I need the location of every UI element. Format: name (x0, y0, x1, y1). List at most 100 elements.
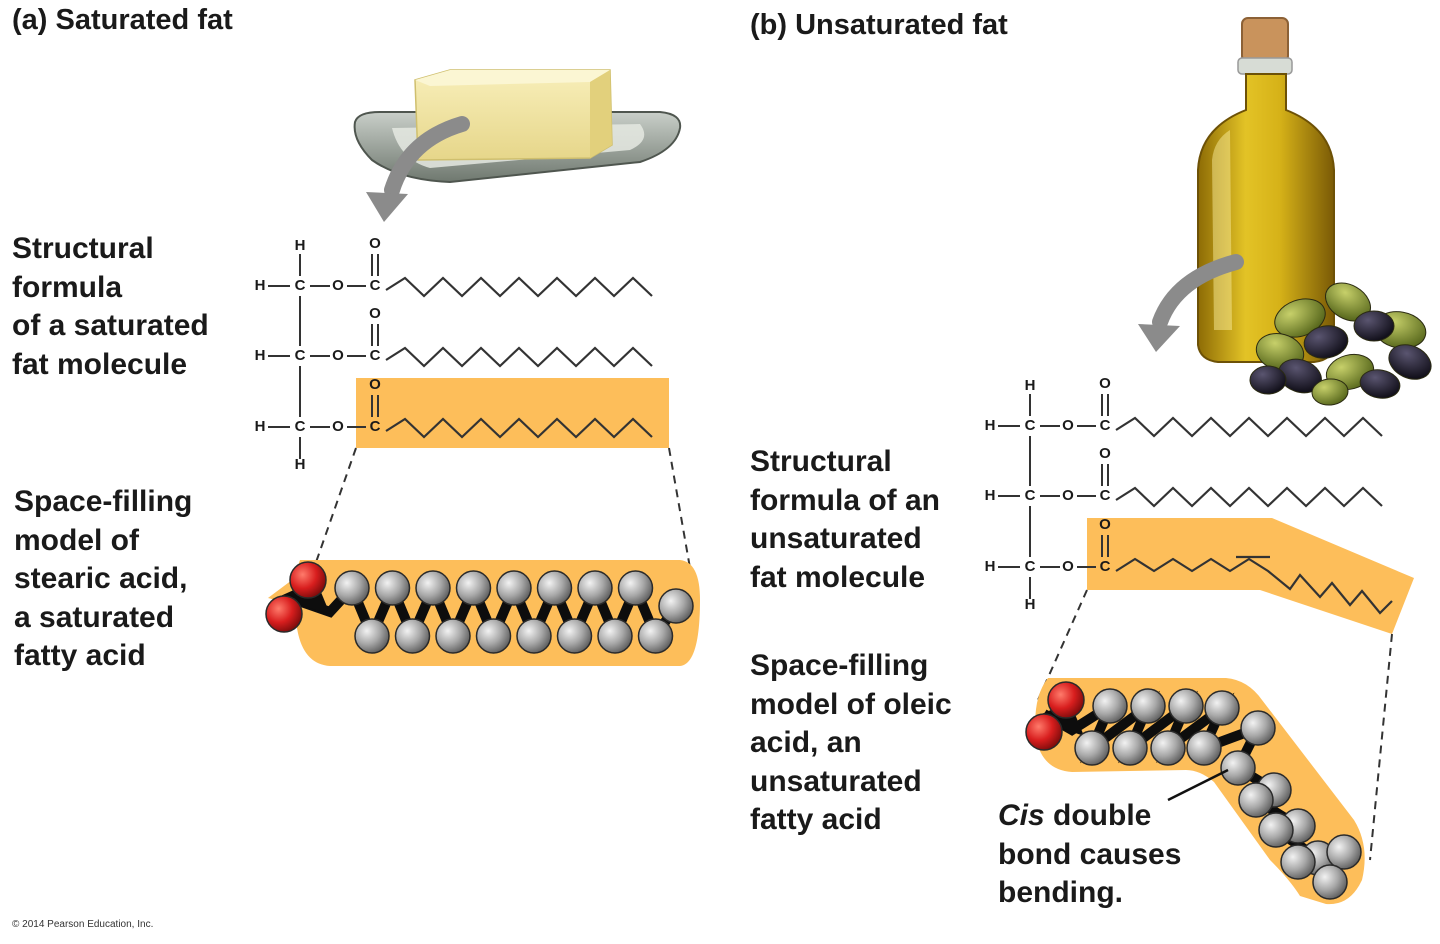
atom-c: C (370, 347, 381, 364)
carbon-atom (516, 618, 552, 654)
atom-c: C (1100, 558, 1111, 575)
atom-c: C (1025, 487, 1036, 504)
carbon-atom (394, 618, 431, 654)
atom-o: O (1062, 558, 1074, 575)
carbon-atom (496, 570, 532, 606)
zoom-dashed-line-left (313, 447, 357, 569)
atom-h: H (985, 417, 996, 434)
oxygen-atom (1025, 713, 1063, 751)
carbon-atom (435, 618, 471, 654)
atom-c: C (370, 277, 381, 294)
atom-c: C (1100, 417, 1111, 434)
atom-c: C (295, 347, 306, 364)
carbon-atom (1280, 844, 1316, 880)
carbon-atom (1150, 730, 1186, 766)
carbon-atom (1074, 730, 1110, 766)
stearic-acid-space-filling-model (265, 560, 700, 666)
oxygen-atom (289, 561, 327, 599)
carbon-atom (556, 618, 593, 654)
hydrocarbon-chain (385, 417, 653, 439)
carbon-atom (597, 618, 633, 654)
atom-h: H (255, 277, 266, 294)
atom-o: O (369, 376, 381, 393)
carbon-atom (617, 570, 654, 606)
zoom-dashed-line-right-b (1369, 633, 1393, 861)
atom-o: O (332, 347, 344, 364)
carbon-atom (1204, 690, 1240, 726)
hydrocarbon-chain (1115, 416, 1383, 438)
carbon-atom (1112, 730, 1148, 766)
atom-h: H (295, 237, 306, 254)
carbon-atom (374, 570, 411, 606)
atom-c: C (295, 277, 306, 294)
carbon-atom (1168, 688, 1204, 724)
atom-o: O (1062, 487, 1074, 504)
panel-b-title: (b) Unsaturated fat (750, 9, 1008, 41)
atom-o: O (1099, 375, 1111, 392)
carbon-atom (1326, 834, 1362, 870)
cis-word: Cis (998, 799, 1045, 832)
carbon-atom (658, 588, 694, 624)
curved-arrow-oil-icon (1138, 254, 1244, 352)
hydrocarbon-chain (1115, 486, 1383, 508)
oleic-model-label: Space-filling model of oleic acid, an un… (750, 649, 952, 836)
atom-c: C (1100, 487, 1111, 504)
atom-h: H (295, 456, 306, 473)
oxygen-atom (265, 595, 303, 633)
curved-arrow-butter-icon (366, 116, 470, 222)
atom-h: H (985, 558, 996, 575)
olive (1388, 344, 1432, 380)
atom-o: O (332, 418, 344, 435)
saturated-chain-highlight (356, 378, 669, 448)
carbon-atom (455, 570, 492, 606)
atom-o: O (1062, 417, 1074, 434)
carbon-atom (1186, 730, 1222, 766)
saturated-structural-label: Structural formula of a saturated fat mo… (12, 232, 209, 381)
carbon-atom (536, 570, 573, 606)
atom-c: C (1025, 417, 1036, 434)
cis-bond-note: Cis double bond causes bending. (998, 799, 1182, 909)
atom-o: O (1099, 516, 1111, 533)
oxygen-atom (1047, 681, 1085, 719)
stearic-model-label: Space-filling model of stearic acid, a s… (14, 485, 193, 672)
olive (1249, 365, 1287, 395)
cis-bond-pointer-line (1167, 768, 1229, 802)
copyright-notice: © 2014 Pearson Education, Inc. (12, 919, 154, 930)
carbon-atom (1092, 688, 1128, 724)
unsaturated-structural-label: Structural formula of an unsaturated fat… (750, 445, 941, 594)
atom-c: C (1025, 558, 1036, 575)
olive (1353, 310, 1395, 342)
carbon-atom (1240, 710, 1276, 746)
olive (1303, 325, 1349, 359)
olive (1311, 378, 1349, 406)
atom-h: H (985, 487, 996, 504)
hydrocarbon-chain (385, 346, 653, 368)
carbon-atom (354, 618, 390, 654)
atom-h: H (1025, 596, 1036, 613)
carbon-atom (1312, 864, 1348, 900)
atom-h: H (255, 418, 266, 435)
atom-o: O (332, 277, 344, 294)
carbon-atom (577, 570, 613, 606)
atom-h: H (255, 347, 266, 364)
atom-o: O (369, 235, 381, 252)
carbon-atom (475, 618, 512, 654)
panel-a-title: (a) Saturated fat (12, 4, 233, 36)
atom-o: O (1099, 445, 1111, 462)
olive-oil-bottle-image (1197, 17, 1335, 363)
olive (1274, 298, 1326, 338)
carbon-atom (334, 570, 370, 606)
olive (1359, 369, 1401, 399)
carbon-atom (1258, 812, 1294, 848)
zoom-dashed-line-right (668, 447, 691, 569)
olives-image (1249, 282, 1432, 406)
atom-c: C (295, 418, 306, 435)
carbon-atom (1220, 750, 1256, 786)
hydrocarbon-chain (385, 276, 653, 298)
atom-h: H (1025, 377, 1036, 394)
hydrocarbon-chain (1115, 557, 1393, 615)
atom-c: C (370, 418, 381, 435)
